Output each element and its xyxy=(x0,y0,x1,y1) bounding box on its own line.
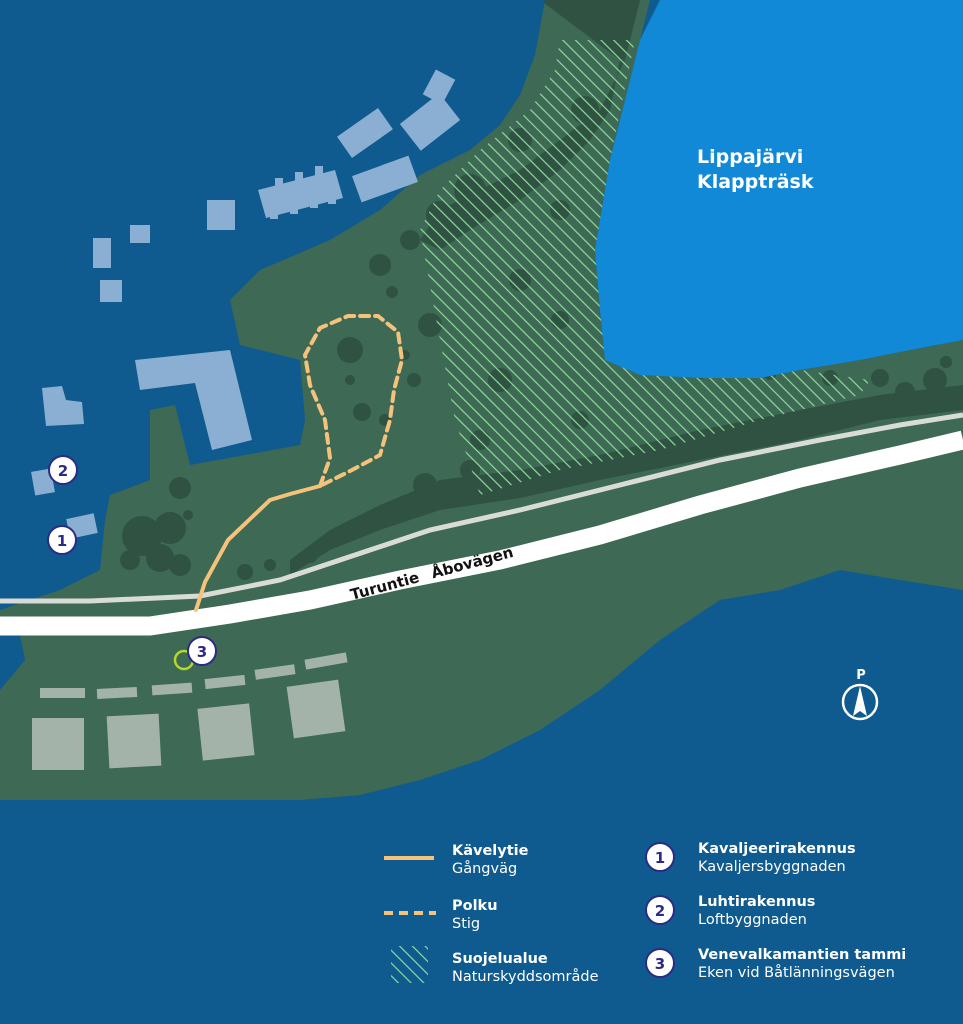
map-marker-1[interactable]: 1 xyxy=(47,525,77,555)
legend-walkway-title: Kävelytie xyxy=(452,843,529,859)
trail xyxy=(302,314,405,488)
marker-number: 2 xyxy=(58,462,68,480)
north-arrow-icon: P xyxy=(841,668,879,721)
map-marker-3[interactable]: 3 xyxy=(187,636,217,666)
legend-marker-1-title: Kavaljeerirakennus xyxy=(698,841,856,857)
marker-number: 3 xyxy=(197,643,207,661)
legend-protected-title: Suojelualue xyxy=(452,951,548,967)
lake-label: Lippajärvi Klappträsk xyxy=(697,146,814,193)
north-letter: P xyxy=(856,668,866,683)
marina-buildings xyxy=(31,69,461,539)
main-road xyxy=(0,430,963,636)
legend-marker-3-number: 3 xyxy=(655,955,665,973)
legend: Kävelytie Gångväg Polku Stig Suojelualue… xyxy=(384,841,906,985)
lake-name-fi: Lippajärvi xyxy=(697,146,803,168)
legend-marker-2-title: Luhtirakennus xyxy=(698,894,815,910)
legend-marker-3-title: Venevalkamantien tammi xyxy=(698,947,906,963)
legend-path-subtitle: Stig xyxy=(452,916,480,932)
lake-name-sv: Klappträsk xyxy=(697,171,814,193)
legend-marker-1-subtitle: Kavaljersbyggnaden xyxy=(698,859,846,875)
walkway xyxy=(194,484,322,612)
protected-area xyxy=(420,40,870,495)
legend-protected-subtitle: Naturskyddsområde xyxy=(452,968,599,985)
legend-marker-1-number: 1 xyxy=(655,849,665,867)
legend-marker-2-subtitle: Loftbyggnaden xyxy=(698,912,807,928)
south-buildings xyxy=(32,652,348,770)
legend-path-title: Polku xyxy=(452,898,498,914)
lake-lippajarvi xyxy=(595,0,963,378)
legend-marker-3-subtitle: Eken vid Båtlänningsvägen xyxy=(698,964,895,981)
legend-walkway-subtitle: Gångväg xyxy=(452,860,517,877)
legend-protected-symbol xyxy=(391,946,428,983)
marker-number: 1 xyxy=(57,532,67,550)
legend-marker-2-number: 2 xyxy=(655,902,665,920)
map-marker-2[interactable]: 2 xyxy=(48,455,78,485)
secondary-road xyxy=(0,412,963,604)
